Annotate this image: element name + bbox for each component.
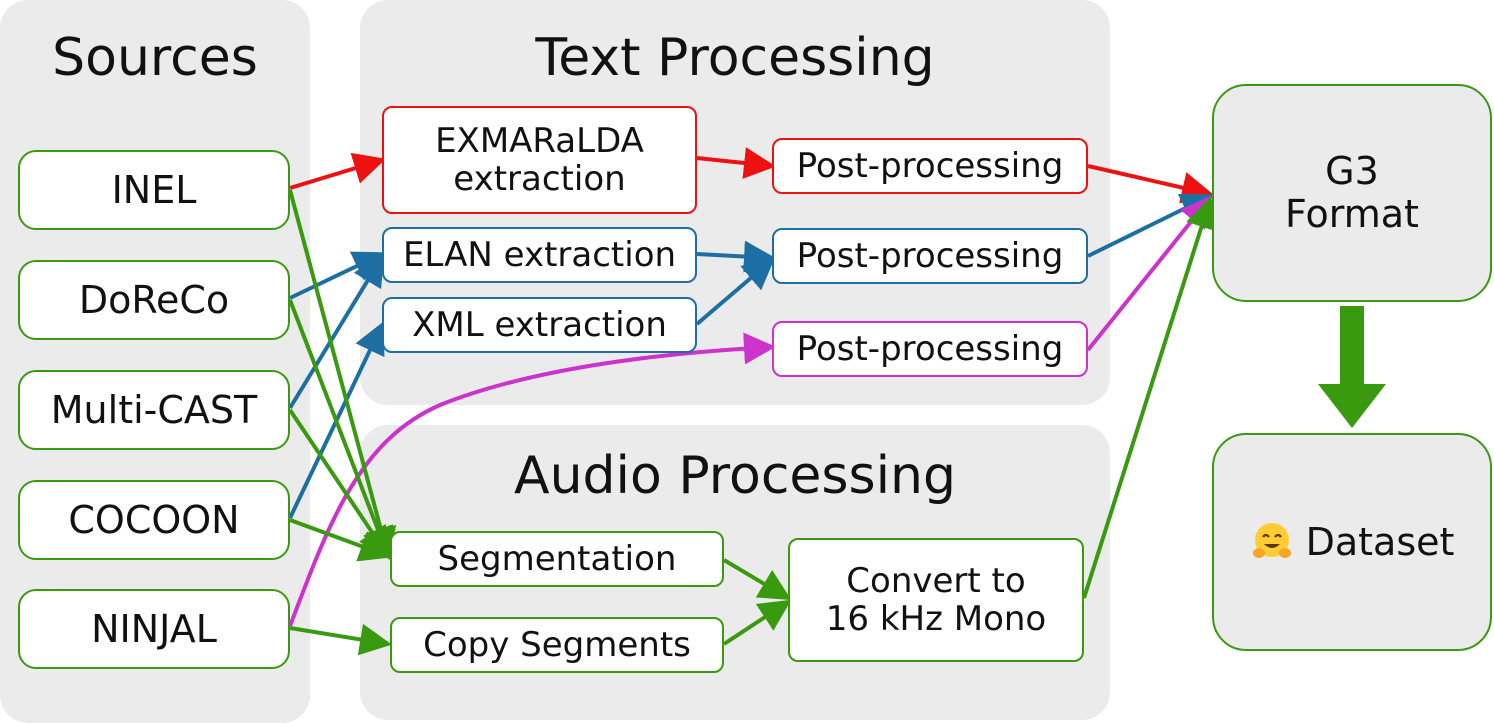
elan-extraction-box: ELAN extraction <box>382 227 697 283</box>
dataset-label: Dataset <box>1305 519 1455 564</box>
exmaralda-label-line1: EXMARaLDA <box>435 120 644 161</box>
exmaralda-extraction-box: EXMARaLDA extraction <box>382 106 697 214</box>
big-arrow-shaft <box>1340 306 1364 386</box>
source-inel: INEL <box>18 150 290 230</box>
copy-segments-box: Copy Segments <box>390 617 724 673</box>
post-processing-box-3: Post-processing <box>772 321 1088 377</box>
source-cocoon: COCOON <box>18 480 290 560</box>
exmaralda-label-line2: extraction <box>453 159 626 199</box>
arrow-exmaralda-post <box>696 147 776 179</box>
arrow-inel-segmentation <box>288 189 397 560</box>
arrow-post1-g3 <box>1087 164 1214 204</box>
arrow-copy-convert <box>722 599 792 646</box>
g3-label-line1: G3 <box>1325 149 1379 194</box>
arrow-inel-exmaralda <box>289 152 386 190</box>
convert-label-line2: 16 kHz Mono <box>825 599 1047 639</box>
post-processing-box-1: Post-processing <box>772 138 1088 194</box>
arrow-xml-post <box>695 257 776 326</box>
arrow-cocoon-segmentation <box>289 518 392 562</box>
arrow-elan-post <box>696 240 776 273</box>
g3-label-line2: Format <box>1285 192 1419 236</box>
arrow-convert-g3 <box>1082 196 1217 599</box>
convert-label-line1: Convert to <box>846 560 1026 601</box>
segmentation-box: Segmentation <box>390 531 724 587</box>
g3-format-box: G3 Format <box>1212 84 1492 302</box>
source-multicast: Multi-CAST <box>18 370 290 450</box>
text-processing-title: Text Processing <box>535 28 935 88</box>
convert-box: Convert to 16 kHz Mono <box>788 538 1084 662</box>
arrow-post2-g3 <box>1087 193 1214 258</box>
arrow-doreco-segmentation <box>288 299 393 560</box>
big-arrow-head <box>1318 384 1386 428</box>
source-ninjal: NINJAL <box>18 589 290 669</box>
source-doreco: DoReCo <box>18 260 290 340</box>
hugging-face-emoji-icon <box>1252 523 1291 558</box>
audio-processing-title: Audio Processing <box>514 446 956 506</box>
arrow-multicast-elan <box>288 253 385 410</box>
arrow-ninjal-copy <box>289 623 392 656</box>
arrow-ninjal-post3 <box>288 332 776 627</box>
dataset-box: Dataset <box>1212 433 1492 651</box>
xml-extraction-box: XML extraction <box>382 297 697 353</box>
sources-title: Sources <box>52 28 258 88</box>
arrow-post3-g3 <box>1086 194 1213 352</box>
arrow-segmentation-convert <box>722 558 792 601</box>
post-processing-box-2: Post-processing <box>772 228 1088 284</box>
